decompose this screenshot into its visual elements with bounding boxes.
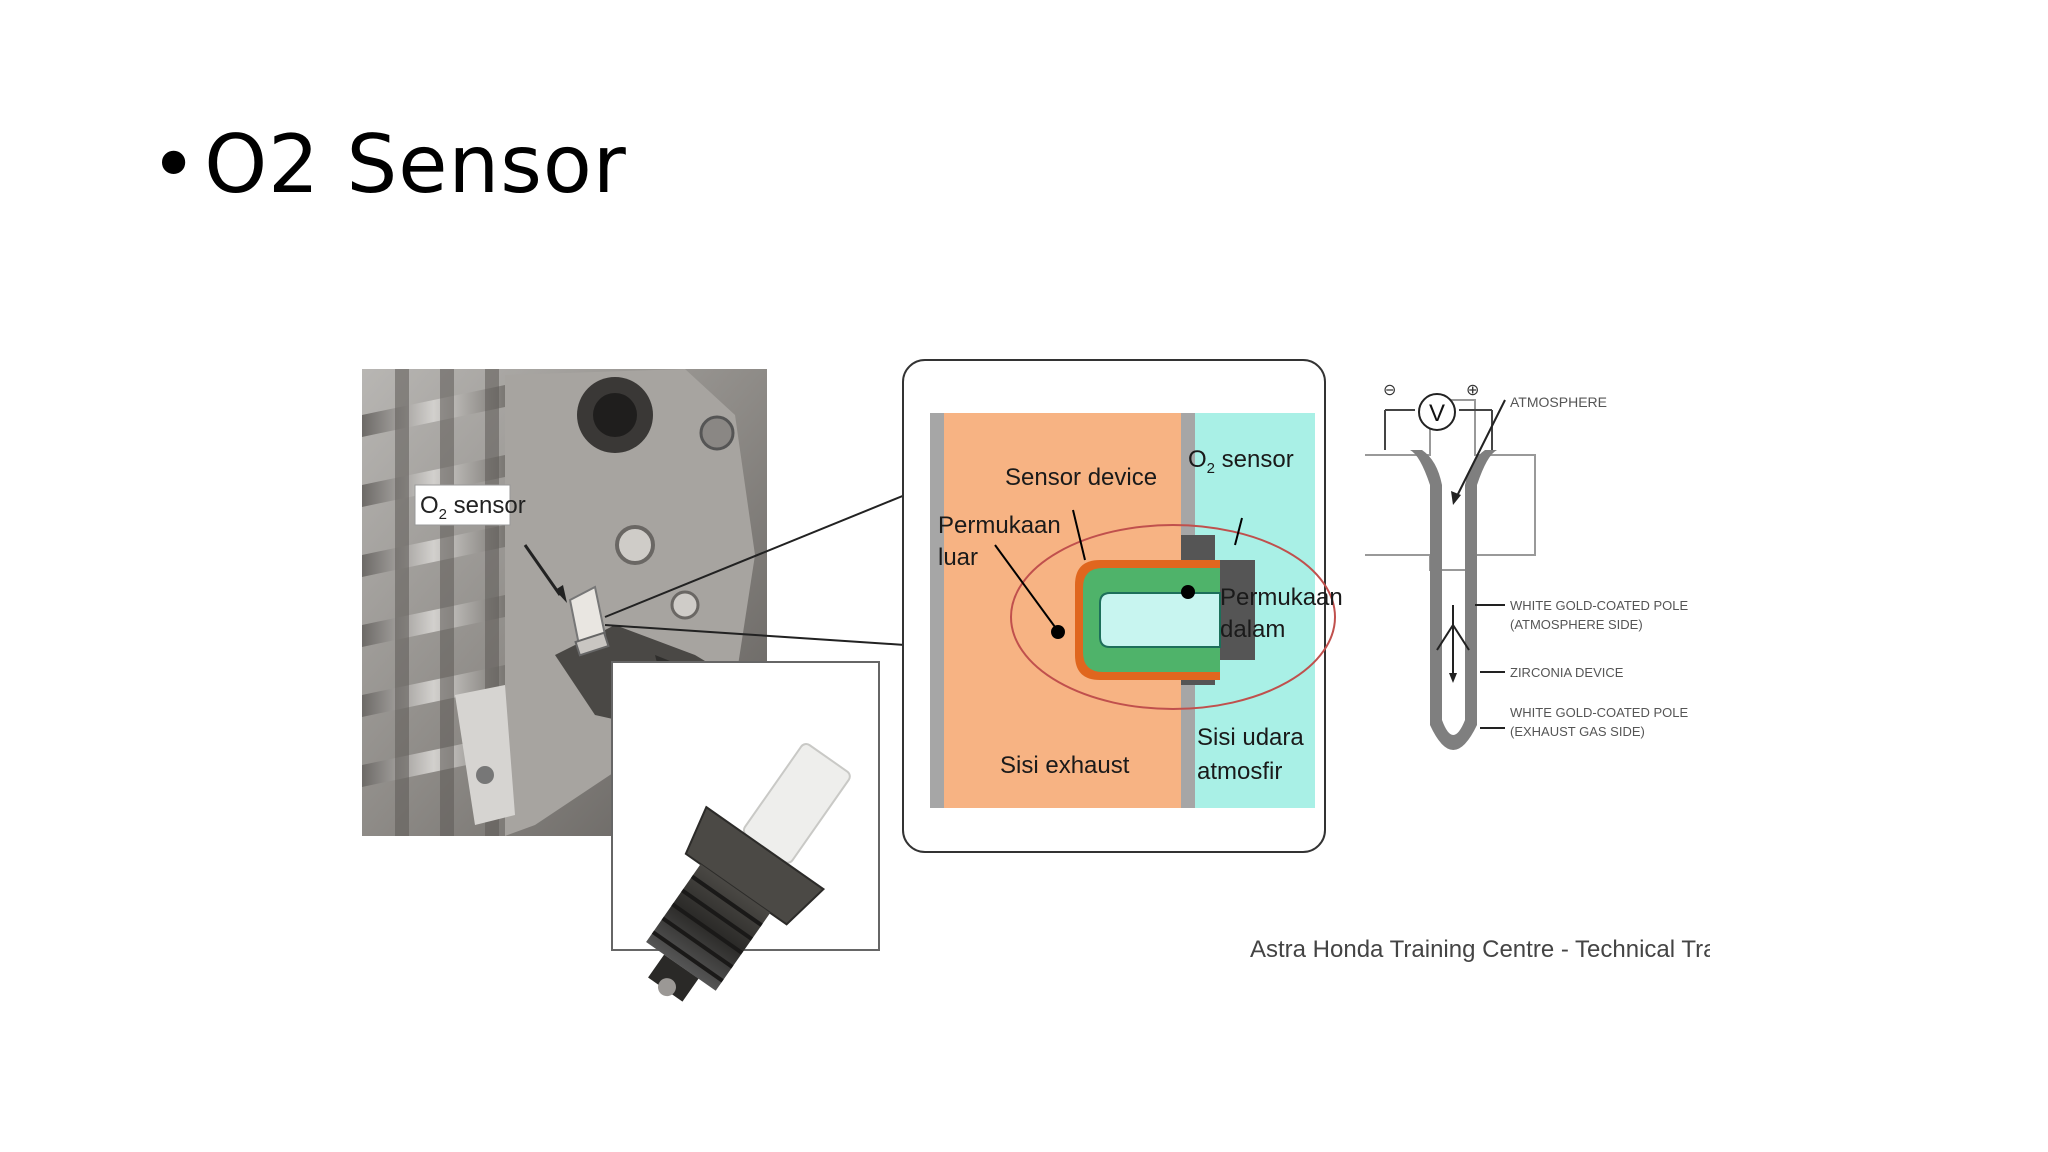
voltmeter-icon: [1418, 393, 1456, 431]
zirconia-u-tube: [1410, 450, 1497, 750]
photo-label-arrow: [523, 544, 562, 596]
sensor-element-inner: [1099, 592, 1221, 648]
minus-terminal: ⊖: [1383, 382, 1396, 399]
cross-section-diagram: Sensor device O2 sensor Permukaan luar P…: [902, 359, 1343, 853]
label-o2-sensor: O2 sensor: [1188, 446, 1294, 477]
label-pole-atm-1: WHITE GOLD-COATED POLE: [1510, 598, 1688, 613]
zirconia-schematic: V ⊖ ⊕ ATMOSPHERE WHITE GOLD-COATED POLE …: [1365, 382, 1688, 750]
photo-sensor-label: O2 sensor: [420, 492, 526, 523]
o2-sensor-figure: O2 sensor: [355, 355, 1710, 1150]
slide-title-text: O2 Sensor: [204, 118, 627, 211]
label-sensor-device: Sensor device: [1005, 464, 1157, 491]
voltmeter-label: V: [1429, 400, 1445, 427]
label-pole-atm-2: (ATMOSPHERE SIDE): [1510, 617, 1643, 632]
callout-line-top: [604, 494, 906, 618]
label-outer-surface-1: Permukaan: [938, 512, 1061, 539]
label-pole-exh-1: WHITE GOLD-COATED POLE: [1510, 705, 1688, 720]
installed-o2-sensor: [568, 585, 610, 657]
label-atmosphere-side-1: Sisi udara: [1197, 724, 1304, 751]
label-inner-surface-1: Permukaan: [1220, 584, 1343, 611]
engine-photo: O2 sensor: [362, 369, 775, 836]
callout-line-bottom: [604, 624, 906, 646]
label-outer-surface-2: luar: [938, 544, 978, 571]
bullet: •: [150, 118, 199, 211]
label-exhaust-side: Sisi exhaust: [1000, 752, 1130, 779]
label-atmosphere: ATMOSPHERE: [1510, 394, 1607, 410]
hex-nut: [684, 805, 826, 926]
label-zirconia: ZIRCONIA DEVICE: [1510, 665, 1624, 680]
sensor-highlight-ellipse: [1010, 524, 1336, 710]
label-atmosphere-side-2: atmosfir: [1197, 758, 1282, 785]
credit-line: Astra Honda Training Centre - Technical …: [1250, 936, 1710, 963]
label-inner-surface-2: dalam: [1220, 616, 1285, 643]
inner-surface-dot: [1181, 585, 1195, 599]
label-pole-exh-2: (EXHAUST GAS SIDE): [1510, 724, 1645, 739]
plus-terminal: ⊕: [1466, 382, 1479, 399]
outer-surface-dot: [1051, 625, 1065, 639]
sensor-closeup-photo: [611, 661, 880, 1002]
slide-title: •O2 Sensor: [150, 118, 627, 211]
